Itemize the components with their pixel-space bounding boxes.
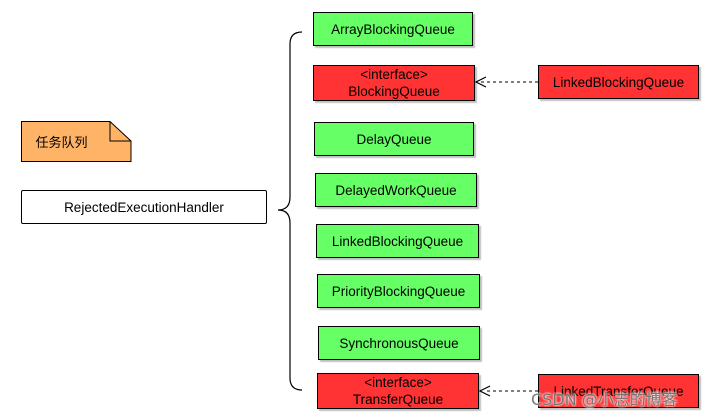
note-label: 任务队列 <box>35 135 88 151</box>
stereotype-label: <interface> <box>364 375 432 390</box>
handler-label: RejectedExecutionHandler <box>64 199 224 215</box>
implementer-label: LinkedTransferQueue <box>553 383 684 399</box>
queue-box-linked-blocking-queue[interactable]: LinkedBlockingQueue <box>316 224 479 258</box>
queue-label: DelayQueue <box>356 131 432 147</box>
stereotype-label: <interface> <box>360 67 428 82</box>
queue-label: SynchronousQueue <box>339 335 459 351</box>
queue-box-priority-blocking-queue[interactable]: PriorityBlockingQueue <box>317 274 480 308</box>
queue-label: DelayedWorkQueue <box>335 182 457 198</box>
implementer-box-linked-transfer-queue[interactable]: LinkedTransferQueue <box>538 374 699 408</box>
queue-box-delay-queue[interactable]: DelayQueue <box>314 122 474 156</box>
rejected-execution-handler-box[interactable]: RejectedExecutionHandler <box>21 190 267 224</box>
queue-label: ArrayBlockingQueue <box>331 21 455 37</box>
interface-box-blocking-queue[interactable]: <interface> BlockingQueue <box>313 65 475 101</box>
queue-label: TransferQueue <box>352 392 444 407</box>
curly-brace <box>277 31 303 391</box>
watermark: CSDN @小志的博客 <box>531 390 678 409</box>
implementer-box-linked-blocking-queue[interactable]: LinkedBlockingQueue <box>538 65 699 99</box>
queue-box-delayed-work-queue[interactable]: DelayedWorkQueue <box>315 173 477 207</box>
note-shape <box>21 121 132 162</box>
queue-box-synchronous-queue[interactable]: SynchronousQueue <box>318 326 480 360</box>
implementer-label: LinkedBlockingQueue <box>552 74 685 90</box>
queue-box-array-blocking-queue[interactable]: ArrayBlockingQueue <box>313 12 473 46</box>
queue-label: PriorityBlockingQueue <box>331 283 466 299</box>
queue-label: LinkedBlockingQueue <box>331 233 464 249</box>
interface-box-transfer-queue[interactable]: <interface> TransferQueue <box>317 373 479 409</box>
queue-label: BlockingQueue <box>348 84 440 99</box>
